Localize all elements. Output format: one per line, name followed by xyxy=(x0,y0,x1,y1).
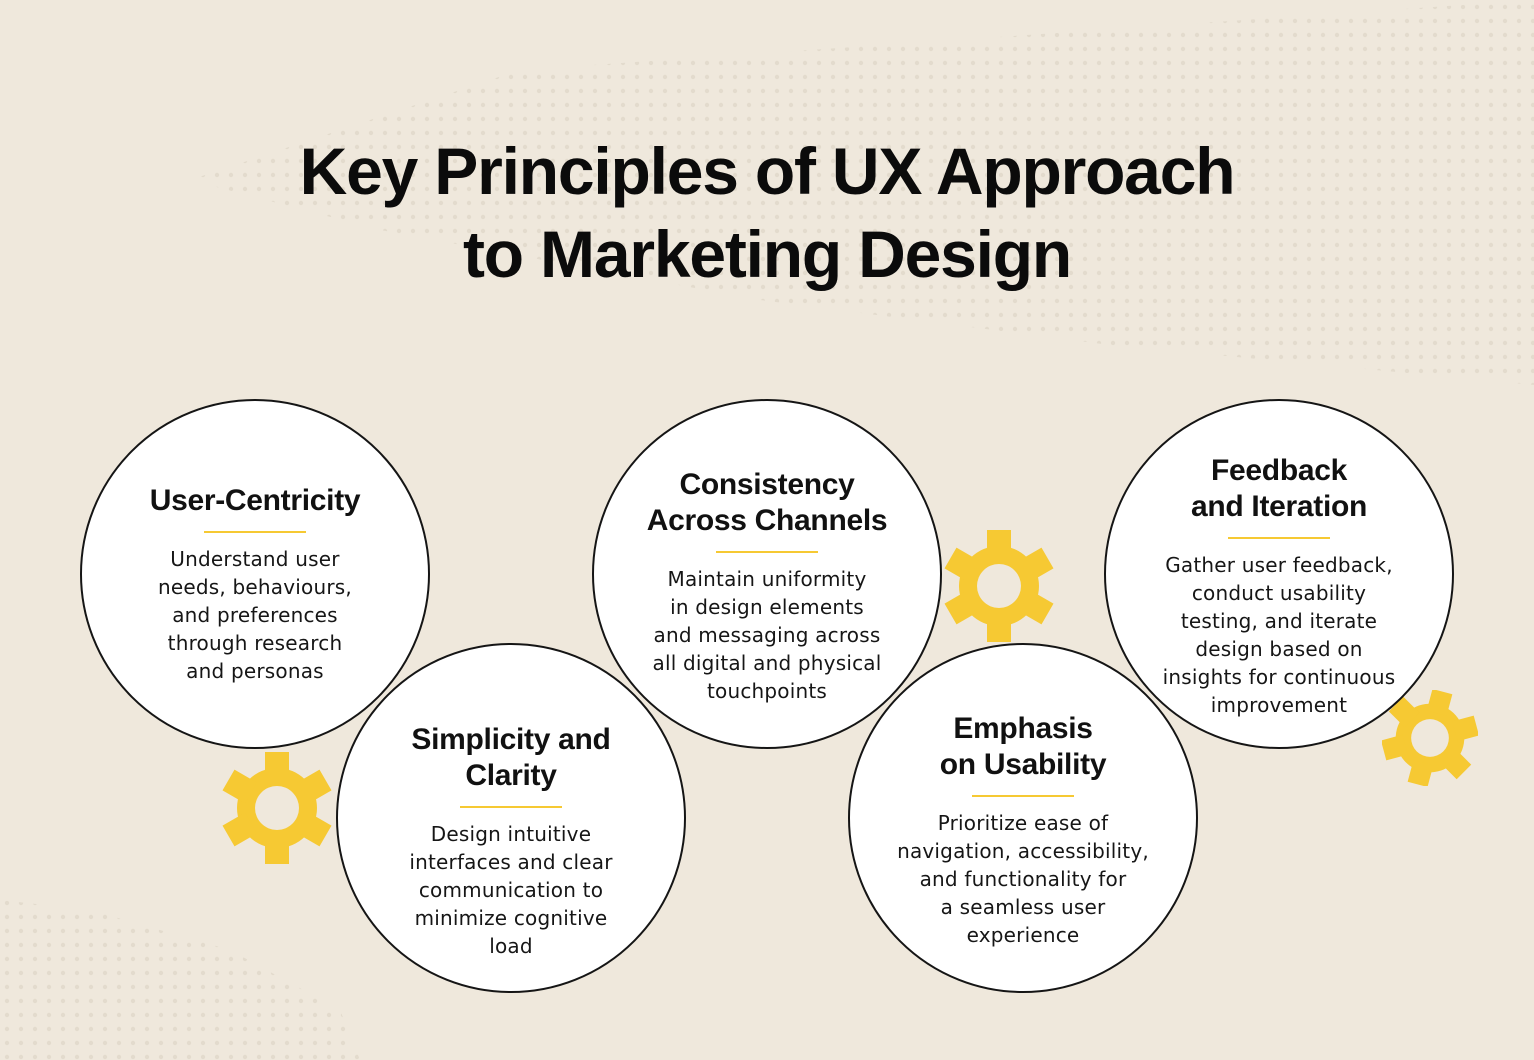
heading-underline xyxy=(1228,537,1330,539)
principle-heading: Emphasis on Usability xyxy=(939,712,1107,781)
gear-icon xyxy=(222,752,332,864)
heading-underline xyxy=(460,806,562,808)
principle-description: Design intuitive interfaces and clear co… xyxy=(409,822,613,958)
heading-underline xyxy=(972,795,1074,797)
page-title-line-1: Key Principles of UX Approach xyxy=(299,134,1236,208)
principle-circle-simplicity-clarity: Simplicity and Clarity Design intuitive … xyxy=(336,643,686,993)
principle-circle-feedback-iteration: Feedback and Iteration Gather user feedb… xyxy=(1104,399,1454,749)
heading-underline xyxy=(716,551,818,553)
principle-heading: Simplicity and Clarity xyxy=(411,723,611,792)
principle-circle-user-centricity: User-Centricity Understand user needs, b… xyxy=(80,399,430,749)
gear-icon xyxy=(944,530,1054,642)
principle-description: Gather user feedback, conduct usability … xyxy=(1162,553,1396,717)
principle-description: Prioritize ease of navigation, accessibi… xyxy=(897,811,1149,947)
principle-circle-consistency-channels: Consistency Across Channels Maintain uni… xyxy=(592,399,942,749)
principle-circle-emphasis-usability: Emphasis on Usability Prioritize ease of… xyxy=(848,643,1198,993)
page-title: Key Principles of UX Approach to Marketi… xyxy=(0,130,1534,296)
heading-underline xyxy=(204,531,306,533)
principle-description: Maintain uniformity in design elements a… xyxy=(652,567,882,703)
principle-heading: User-Centricity xyxy=(149,484,361,517)
principle-heading: Feedback and Iteration xyxy=(1190,454,1368,523)
principle-heading: Consistency Across Channels xyxy=(646,468,888,537)
principle-description: Understand user needs, behaviours, and p… xyxy=(158,547,352,683)
gear-icon xyxy=(1382,690,1478,786)
page-title-line-2: to Marketing Design xyxy=(463,217,1072,291)
